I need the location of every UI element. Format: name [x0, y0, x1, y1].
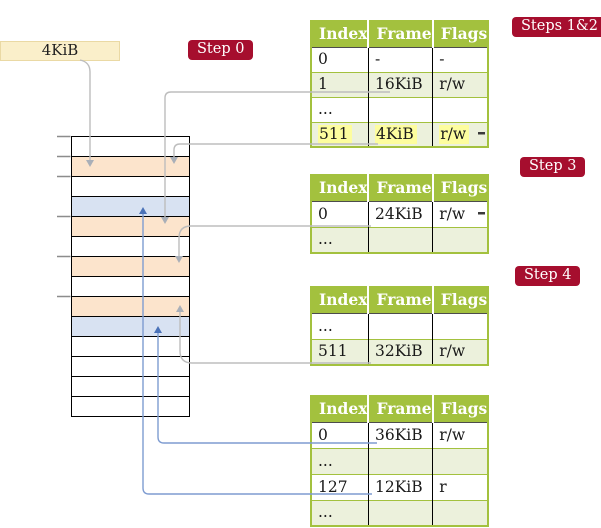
index-cell: ... [311, 499, 369, 526]
table-row: 0 36KiB r/w [311, 421, 489, 448]
index-cell: 1 [311, 71, 369, 97]
col-header-frame: Frame [367, 396, 433, 422]
col-header-flags: Flags [431, 21, 489, 47]
memory-row-white [72, 377, 189, 397]
memory-stack [71, 136, 190, 417]
flags-cell [432, 499, 489, 526]
memory-row-orange [72, 217, 189, 237]
frame-cell [367, 447, 433, 474]
badge-step0: Step 0 [188, 40, 254, 60]
flags-cell: r [432, 473, 489, 500]
table-row: ... [311, 499, 489, 526]
col-header-frame: Frame [367, 287, 433, 313]
memory-row-orange [72, 297, 189, 317]
memory-row-orange [72, 157, 189, 177]
frame-cell: 24KiB [367, 200, 433, 227]
memory-row-white [72, 177, 189, 197]
index-cell: 511 [311, 121, 369, 147]
index-cell: 0 [311, 46, 369, 72]
memory-row-white [72, 337, 189, 357]
flags-cell [432, 226, 489, 253]
memory-row-blue [72, 197, 189, 217]
header-row: Index Frame Flags [311, 175, 489, 201]
table-row-highlighted: 511 4KiB r/w [311, 121, 489, 147]
flags-cell: - [432, 46, 489, 72]
col-header-frame: Frame [367, 175, 433, 201]
frame-cell [367, 312, 433, 339]
frame-cell: - [367, 46, 433, 72]
col-header-flags: Flags [431, 175, 489, 201]
table-row: 0 - - [311, 46, 489, 72]
frame-cell [367, 96, 433, 122]
memory-row-white [72, 357, 189, 377]
header-row: Index Frame Flags [311, 396, 489, 422]
page-size-box: 4KiB [0, 41, 120, 61]
badge-steps1-2: Steps 1&2 [512, 17, 601, 37]
frame-cell: 36KiB [367, 421, 433, 448]
memory-row-white [72, 277, 189, 297]
flags-cell: r/w [432, 200, 489, 227]
col-header-index: Index [311, 287, 369, 313]
index-cell: ... [311, 96, 369, 122]
flags-cell: r/w [432, 338, 489, 365]
flags-cell: r/w [432, 421, 489, 448]
table-row: ... [311, 447, 489, 474]
flags-cell [432, 96, 489, 122]
highlighted-value: r/w [439, 124, 470, 144]
table-row: 127 12KiB r [311, 473, 489, 500]
highlighted-value: 511 [318, 124, 352, 144]
flags-cell: r/w [432, 71, 489, 97]
index-cell: 127 [311, 473, 369, 500]
page-size-label: 4KiB [41, 41, 79, 59]
frame-cell [367, 499, 433, 526]
index-cell: ... [311, 226, 369, 253]
memory-row-white [72, 137, 189, 157]
col-header-frame: Frame [367, 21, 433, 47]
index-cell: 0 [311, 421, 369, 448]
table-row: 511 32KiB r/w [311, 338, 489, 365]
col-header-flags: Flags [431, 287, 489, 313]
frame-cell [367, 226, 433, 253]
frame-cell: 32KiB [367, 338, 433, 365]
header-row: Index Frame Flags [311, 287, 489, 313]
page-table-step3: Index Frame Flags 0 24KiB r/w ... [310, 174, 490, 254]
col-header-index: Index [311, 175, 369, 201]
memory-row-white [72, 397, 189, 416]
badge-step3: Step 3 [520, 157, 586, 177]
col-header-index: Index [311, 396, 369, 422]
badge-step4: Step 4 [515, 266, 581, 286]
table-row: ... [311, 312, 489, 339]
memory-row-white [72, 237, 189, 257]
table-row: ... [311, 96, 489, 122]
frame-cell: 4KiB [367, 121, 433, 147]
frame-cell: 12KiB [367, 473, 433, 500]
memory-row-blue [72, 317, 189, 337]
header-row: Index Frame Flags [311, 21, 489, 47]
page-table-steps1-2: Index Frame Flags 0 - - 1 16KiB r/w ... … [310, 20, 490, 148]
flags-cell [432, 312, 489, 339]
page-table-step4: Index Frame Flags ... 511 32KiB r/w [310, 286, 490, 366]
flags-cell [432, 447, 489, 474]
flags-cell: r/w [432, 121, 489, 147]
page-table-final: Index Frame Flags 0 36KiB r/w ... 127 12… [310, 395, 490, 527]
index-cell: 511 [311, 338, 369, 365]
col-header-flags: Flags [431, 396, 489, 422]
index-cell: ... [311, 447, 369, 474]
frame-cell: 16KiB [367, 71, 433, 97]
table-row: 0 24KiB r/w [311, 200, 489, 227]
index-cell: ... [311, 312, 369, 339]
memory-row-orange [72, 257, 189, 277]
index-cell: 0 [311, 200, 369, 227]
col-header-index: Index [311, 21, 369, 47]
table-row: 1 16KiB r/w [311, 71, 489, 97]
highlighted-value: 4KiB [374, 124, 417, 144]
table-row: ... [311, 226, 489, 253]
